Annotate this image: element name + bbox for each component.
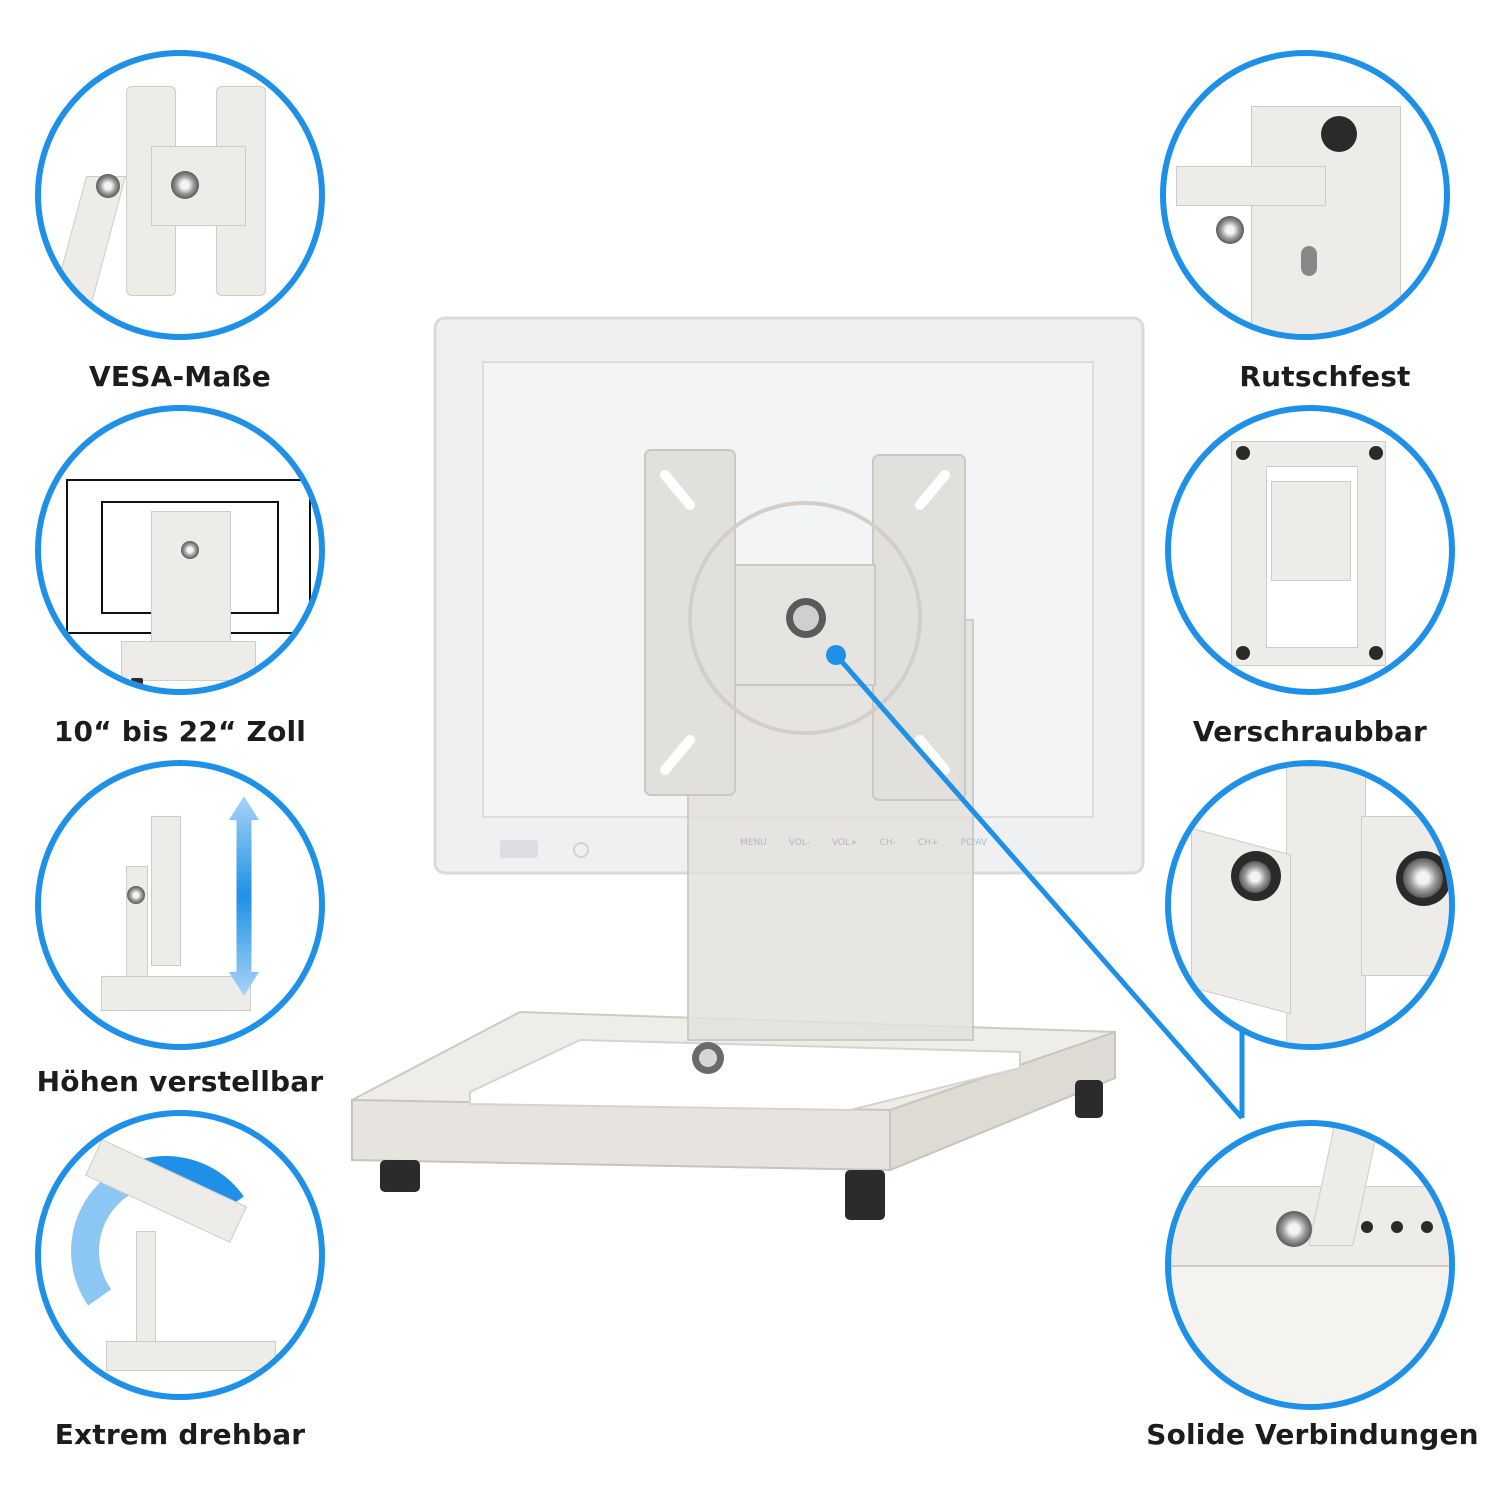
feature-circle-height [35, 760, 325, 1050]
monitor-button-vol-minus: VOL- [788, 838, 810, 848]
feature-label-rotate: Extrem drehbar [54, 1418, 306, 1451]
monitor-button-pc-av: PC/AV [960, 838, 987, 848]
feature-circle-solid [1165, 1120, 1455, 1410]
feature-label-height: Höhen verstellbar [36, 1065, 324, 1098]
feature-circle-rotate [35, 1110, 325, 1400]
feature-circle-screwable [1165, 405, 1455, 695]
feature-circle-size [35, 405, 325, 695]
feature-label-vesa: VESA-Maße [89, 360, 271, 393]
monitor-button-strip: MENU VOL- VOL+ CH- CH+ PC/AV [740, 838, 1070, 862]
monitor-button-ch-plus: CH+ [917, 838, 939, 848]
monitor-button-ch-minus: CH- [879, 838, 896, 848]
feature-circle-nonslip [1160, 50, 1450, 340]
feature-label-screwable: Verschraubbar [1192, 715, 1428, 748]
feature-label-size: 10“ bis 22“ Zoll [53, 715, 307, 748]
monitor-button-menu: MENU [740, 838, 767, 848]
feature-circle-joint [1165, 760, 1455, 1050]
feature-circle-vesa [35, 50, 325, 340]
monitor-button-vol-plus: VOL+ [831, 838, 858, 848]
feature-label-nonslip: Rutschfest [1239, 360, 1411, 393]
feature-label-solid: Solide Verbindungen [1146, 1418, 1479, 1451]
